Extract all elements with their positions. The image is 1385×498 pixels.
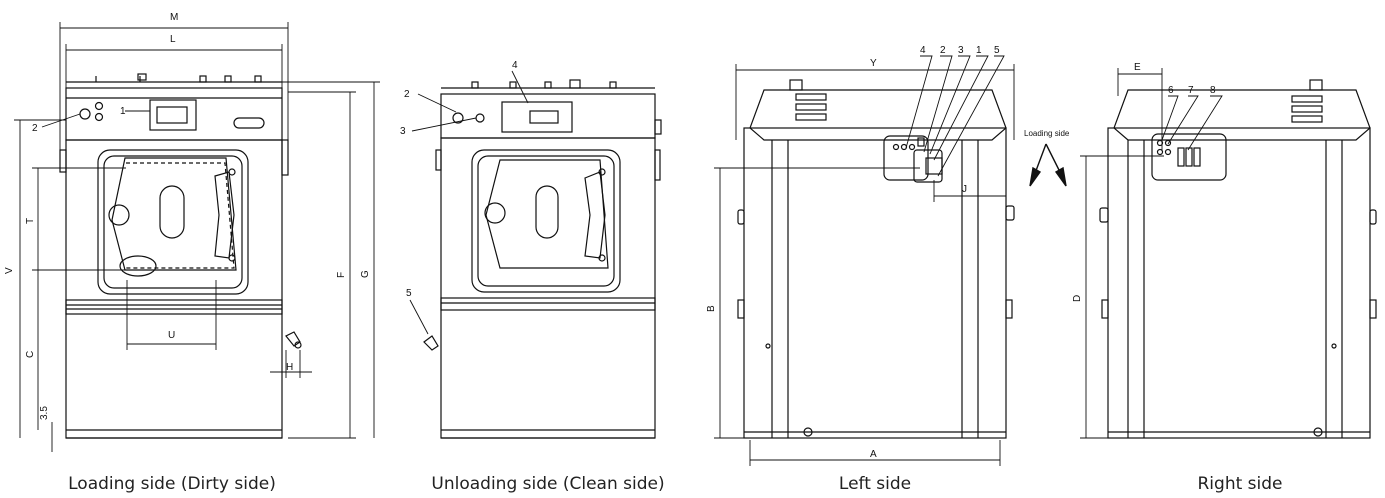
dim-E: E [1134,62,1141,73]
callout-2-left: 2 [940,45,946,56]
callout-5-unloading: 5 [406,288,412,299]
caption-right-side: Right side [1197,474,1283,494]
dim-T: T [25,218,36,224]
dim-B: B [706,305,717,312]
left-side-dimensions [714,55,1015,466]
dim-H: H [286,362,293,373]
loading-side-label: Loading side [1024,129,1070,138]
dim-C: C [25,351,36,358]
loading-side-arrows [1029,143,1067,187]
right-side-view [1099,79,1377,439]
callout-1-loading: 1 [120,106,126,117]
callout-6-right: 6 [1168,85,1174,96]
callout-3-left: 3 [958,45,964,56]
dim-V: V [4,267,15,274]
dim-G: G [360,270,371,278]
dim-Y: Y [870,58,877,69]
callout-5-left: 5 [994,45,1000,56]
callout-4-left: 4 [920,45,926,56]
callout-2-loading: 2 [32,123,38,134]
callout-labels: 1 2 2 3 4 5 4 2 3 1 5 6 7 8 Loading side [32,45,1216,299]
unloading-side-view [423,79,662,439]
dim-J: J [962,184,967,195]
dim-M: M [170,12,178,23]
dim-L: L [170,34,176,45]
callout-8-right: 8 [1210,85,1216,96]
caption-unloading-side: Unloading side (Clean side) [431,474,665,494]
callout-7-right: 7 [1188,85,1194,96]
callout-2-unloading: 2 [404,89,410,100]
callout-4-unloading: 4 [512,60,518,71]
dim-U: U [168,330,175,341]
unloading-side-leaders [409,70,529,335]
caption-loading-side: Loading side (Dirty side) [68,474,276,494]
callout-1-left: 1 [976,45,982,56]
dim-D: D [1072,295,1083,302]
callout-3-unloading: 3 [400,126,406,137]
loading-side-dimensions [14,22,380,452]
right-side-dimensions [1080,68,1223,439]
dimension-labels: M L V T C 3.5 U H F G Y J A B D E [4,12,1141,460]
left-side-view [737,79,1015,439]
dim-A: A [870,449,877,460]
dim-3-5: 3.5 [39,406,50,420]
dim-F: F [336,272,347,278]
caption-left-side: Left side [838,474,912,494]
loading-side-view [59,73,302,439]
